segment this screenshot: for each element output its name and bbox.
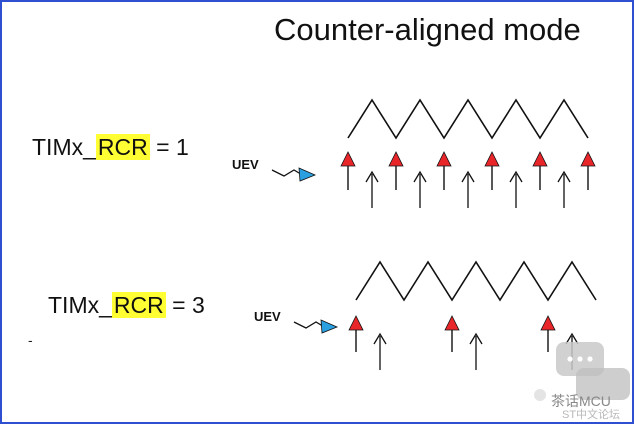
- update-event-arrow: [388, 151, 404, 190]
- update-event-arrow: [444, 315, 460, 352]
- update-event-arrow: [484, 151, 500, 190]
- update-event-arrow: [348, 315, 364, 352]
- counter-waveform-2: [355, 260, 597, 302]
- register-name-highlight: RCR: [95, 134, 150, 160]
- counter-event-arrow: [509, 170, 523, 208]
- slide-title: Counter-aligned mode: [274, 12, 581, 47]
- uev-label-1: UEV: [232, 157, 259, 172]
- watermark-logo: [534, 342, 630, 401]
- register-prefix: TIMx_: [48, 292, 112, 318]
- rcr-equation-1: TIMx_RCR = 1: [32, 134, 189, 161]
- counter-event-arrow: [461, 170, 475, 208]
- uev-pointer-1: [271, 167, 317, 182]
- counter-waveform-1: [347, 98, 589, 140]
- counter-event-arrows-2: [373, 332, 579, 370]
- uev-label-2: UEV: [254, 309, 281, 324]
- register-prefix: TIMx_: [32, 134, 96, 160]
- update-event-arrow: [532, 151, 548, 190]
- counter-event-arrow: [469, 332, 483, 370]
- update-event-arrows-1: [340, 151, 596, 190]
- watermark-subtitle: ST中文论坛: [562, 409, 621, 421]
- register-value: = 1: [149, 134, 189, 160]
- watermark-brand: 茶话MCU: [551, 393, 611, 409]
- counter-event-arrow: [413, 170, 427, 208]
- register-value: = 3: [165, 292, 205, 318]
- update-event-arrow: [340, 151, 356, 190]
- uev-pointer-2: [293, 319, 339, 334]
- counter-event-arrow: [365, 170, 379, 208]
- update-event-arrow: [540, 315, 556, 352]
- update-event-arrow: [580, 151, 596, 190]
- counter-event-arrow: [557, 170, 571, 208]
- register-name-highlight: RCR: [111, 292, 166, 318]
- counter-event-arrows-1: [365, 170, 571, 208]
- counter-event-arrow: [373, 332, 387, 370]
- rcr-equation-2: TIMx_RCR = 3: [48, 292, 205, 319]
- stray-mark: -: [28, 332, 33, 348]
- update-event-arrows-2: [348, 315, 556, 352]
- update-event-arrow: [436, 151, 452, 190]
